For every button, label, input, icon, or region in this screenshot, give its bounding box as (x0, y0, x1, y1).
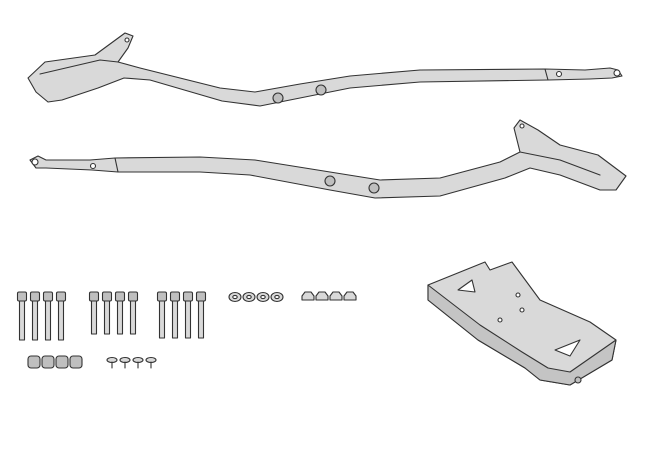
spacer (27, 355, 41, 369)
bolt-shaft (171, 299, 179, 339)
nut (329, 291, 343, 301)
bolt-shaft (44, 299, 52, 341)
washer-hole (274, 294, 280, 300)
mounting-plate (427, 261, 617, 386)
washer-hole (232, 294, 238, 300)
washer-hole (260, 294, 266, 300)
bolt-shaft (31, 299, 39, 341)
spacer (41, 355, 55, 369)
bolt-shaft (18, 299, 26, 341)
bolt-shaft (116, 299, 124, 335)
upper-rail (27, 32, 623, 107)
nut (343, 291, 357, 301)
nuts (301, 291, 357, 301)
bolt-groups (16, 291, 207, 341)
bolt-shaft (197, 299, 205, 339)
bolt-head (29, 291, 41, 302)
bolt-head (88, 291, 100, 302)
bolt-head (114, 291, 126, 302)
bolt-shaft (184, 299, 192, 339)
bolt-head (101, 291, 113, 302)
lower-rail (29, 119, 627, 199)
nut (315, 291, 329, 301)
bolt-shaft (103, 299, 111, 335)
bolt-head (55, 291, 67, 302)
bolt-shaft (90, 299, 98, 335)
spacers (27, 355, 83, 369)
washers (228, 291, 284, 303)
bolt-head (169, 291, 181, 302)
screws (106, 356, 157, 369)
bolt-head (127, 291, 139, 302)
spacer (69, 355, 83, 369)
bolt-shaft (129, 299, 137, 335)
bolt-head (16, 291, 28, 302)
washer-hole (246, 294, 252, 300)
bolt-shaft (57, 299, 65, 341)
bolt-head (156, 291, 168, 302)
bolt-head (182, 291, 194, 302)
spacer (55, 355, 69, 369)
nut (301, 291, 315, 301)
bolt-head (195, 291, 207, 302)
bolt-shaft (158, 299, 166, 339)
bolt-head (42, 291, 54, 302)
